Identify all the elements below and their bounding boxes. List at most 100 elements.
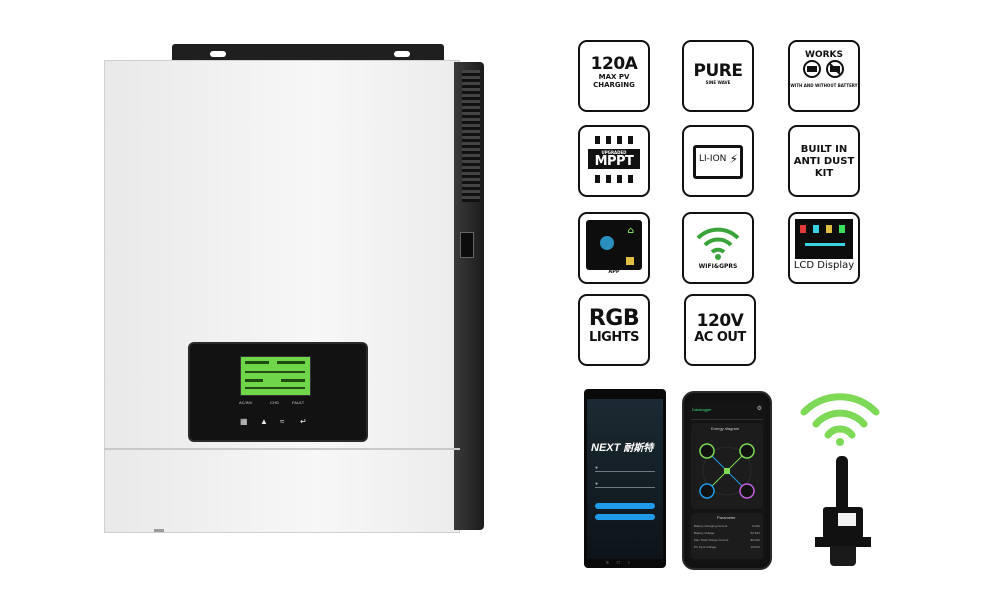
dongle-antenna	[836, 456, 848, 514]
feature-title: APP	[608, 269, 620, 275]
mounting-bracket	[172, 44, 444, 64]
feature-title: WIFI&GPRS	[698, 263, 738, 270]
lcd-segment	[245, 379, 263, 382]
feature-title: KIT	[814, 168, 834, 179]
indicator-label-fault: FAULT	[292, 400, 305, 405]
brand-name: NEXT	[591, 442, 621, 454]
parameter-value: 52.30V	[750, 531, 760, 535]
feature-subtitle: WITH AND WITHOUT BATTERY	[790, 83, 858, 88]
app-node-icon	[600, 236, 614, 250]
feature-title: LCD Display	[793, 260, 855, 271]
feature-subtitle: UPGRADED	[601, 150, 627, 155]
lcd-segment	[281, 379, 305, 382]
enter-icon[interactable]: ↵	[300, 417, 307, 426]
feature-anti-dust: BUILT IN ANTI DUST KIT	[788, 125, 860, 197]
chip-pins-icon	[595, 175, 633, 183]
feature-title: 120A	[590, 54, 638, 74]
chip-pins-icon	[595, 136, 633, 144]
parameter-label: Max Total Charge Current	[694, 538, 729, 542]
wifi-icon	[800, 393, 880, 446]
dongle-base	[815, 537, 871, 547]
menu-icon[interactable]: ▦	[240, 417, 248, 426]
home-icon: ⌂	[627, 226, 634, 236]
body-foot	[154, 529, 164, 532]
body-seam	[104, 448, 460, 450]
section-title: Energy diagram	[711, 426, 740, 431]
lcd-segment	[245, 387, 305, 389]
feature-li-ion: LI-ION ⚡	[682, 125, 754, 197]
feature-subtitle: SINE WAVE	[705, 80, 731, 85]
settings-icon[interactable]: ⚙	[756, 406, 762, 412]
battery-icon: LI-ION ⚡	[693, 145, 743, 179]
feature-pure-sine: PURE SINE WAVE	[682, 40, 754, 112]
lock-icon: ●	[595, 481, 599, 487]
indicator-label-ac-inv: AC/INV	[239, 400, 253, 405]
mppt-chip: UPGRADED MPPT	[588, 149, 640, 169]
lcd-segment	[245, 371, 305, 373]
parameter-title: Parameter	[717, 515, 736, 520]
parameter-label: Battery Voltage	[694, 531, 715, 535]
tab-divider	[691, 419, 763, 420]
feature-subtitle: MAX PV	[598, 73, 630, 81]
feature-title: MPPT	[594, 154, 634, 169]
up-icon[interactable]: ▲	[260, 417, 268, 426]
lcd-segment	[277, 361, 305, 364]
energy-flow-diagram	[699, 443, 755, 499]
nav-bar[interactable]: ≡□‹	[606, 560, 638, 566]
username-field[interactable]	[595, 471, 655, 472]
feature-title: PURE	[693, 61, 743, 81]
feature-subtitle: CHARGING	[593, 81, 635, 89]
feature-works-with-without-battery: WORKS WITH AND WITHOUT BATTERY	[788, 40, 860, 112]
feature-app: ⌂ APP	[578, 212, 650, 284]
phone-dashboard: Datalogger ⚙ Energy diagram Parameter Ba…	[682, 391, 772, 570]
lcd-icon-red	[800, 225, 806, 233]
feature-title: RGB	[588, 306, 640, 331]
bracket-slot	[394, 51, 410, 57]
feature-subtitle: AC OUT	[694, 330, 746, 345]
feature-title: WORKS	[805, 50, 843, 60]
parameter-row: Battery Voltage 52.30V	[694, 530, 760, 537]
lcd-icon-yellow	[826, 225, 832, 233]
brand-logo: NEXT 耐斯特	[591, 439, 653, 454]
login-button[interactable]	[595, 503, 655, 509]
dongle-connector	[830, 546, 856, 566]
parameter-label: Battery Charging Current	[694, 524, 728, 528]
parameter-value: 80.00A	[750, 538, 760, 542]
brand-name-cn: 耐斯特	[623, 443, 654, 454]
bracket-slot	[210, 51, 226, 57]
feature-title: 120V	[696, 311, 744, 331]
vent-grille	[462, 70, 480, 202]
energy-diagram-card: Energy diagram	[691, 423, 763, 509]
inverter-body	[104, 60, 460, 533]
indicator-label-chg: CHG	[270, 400, 279, 405]
feature-title: LI-ION	[699, 154, 727, 164]
lcd-icon-cyan	[813, 225, 819, 233]
feature-wifi-gprs: WIFI&GPRS	[682, 212, 754, 284]
qr-label	[838, 513, 856, 526]
feature-mppt: UPGRADED MPPT	[578, 125, 650, 197]
parameter-value: 120.0V	[750, 545, 760, 549]
feature-120a-charging: 120A MAX PV CHARGING	[578, 40, 650, 112]
phone-dashboard-screen: Datalogger ⚙ Energy diagram Parameter Ba…	[688, 401, 766, 561]
feature-title: ANTI DUST	[793, 156, 855, 167]
feature-title: BUILT IN	[800, 144, 848, 155]
parameter-label: PV Input Voltage	[694, 545, 717, 549]
lcd-screen	[240, 356, 311, 396]
battery-icon	[626, 257, 634, 265]
wifi-config-button[interactable]	[595, 514, 655, 520]
parameter-row: Max Total Charge Current 80.00A	[694, 537, 760, 544]
lcd-bar	[805, 243, 845, 246]
power-switch[interactable]	[460, 232, 474, 258]
lcd-icon-green	[839, 225, 845, 233]
wifi-icon	[696, 227, 740, 260]
feature-lcd-display: LCD Display	[788, 212, 860, 284]
down-icon[interactable]: ≈	[280, 417, 285, 426]
password-field[interactable]	[595, 487, 655, 488]
user-icon: ●	[595, 465, 599, 471]
lcd-segment	[245, 361, 269, 364]
app-screen-thumbnail: ⌂	[586, 220, 642, 270]
lcd-thumbnail	[795, 219, 853, 259]
feature-rgb-lights: RGB LIGHTS	[578, 294, 650, 366]
